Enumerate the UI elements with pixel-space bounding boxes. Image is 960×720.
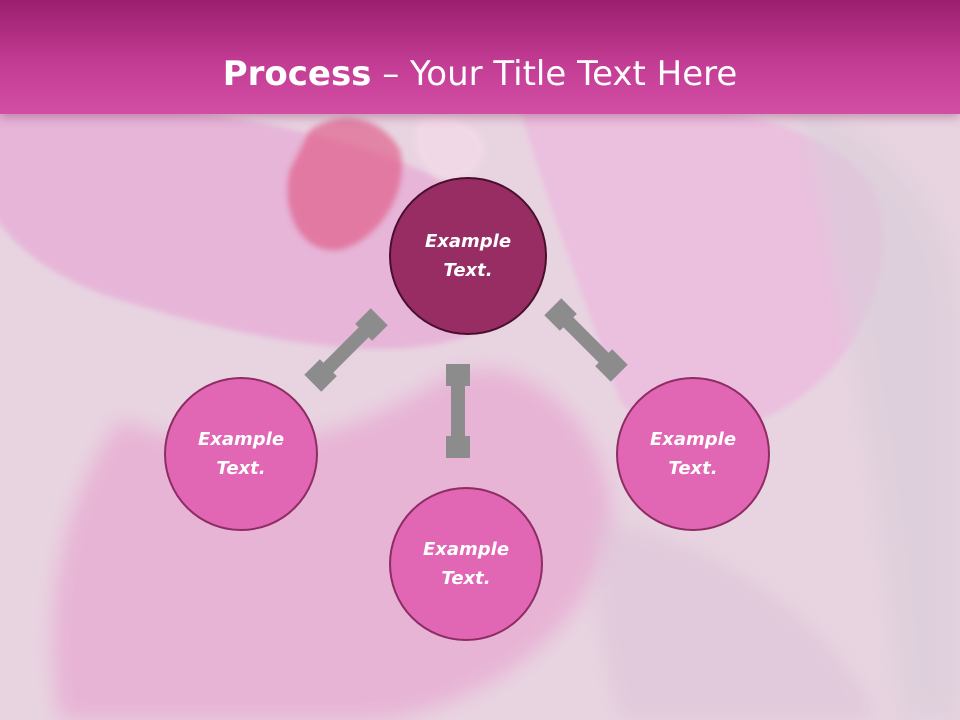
node-right: Example Text. [616,377,770,531]
title-strong: Process [222,54,372,94]
arrow-top-right [544,298,628,382]
title-bar [0,0,960,114]
arrow-top-left [304,308,388,392]
slide-title: Process – Your Title Text Here [0,52,960,96]
title-rest: – Your Title Text Here [371,54,738,94]
node-right-text: Example Text. [649,429,737,479]
arrow-vertical [446,364,470,458]
node-left: Example Text. [164,377,318,531]
node-center-text: Example Text. [424,231,512,281]
node-center: Example Text. [389,177,547,335]
node-bottom: Example Text. [389,487,543,641]
node-bottom-text: Example Text. [422,539,510,589]
node-left-text: Example Text. [197,429,285,479]
